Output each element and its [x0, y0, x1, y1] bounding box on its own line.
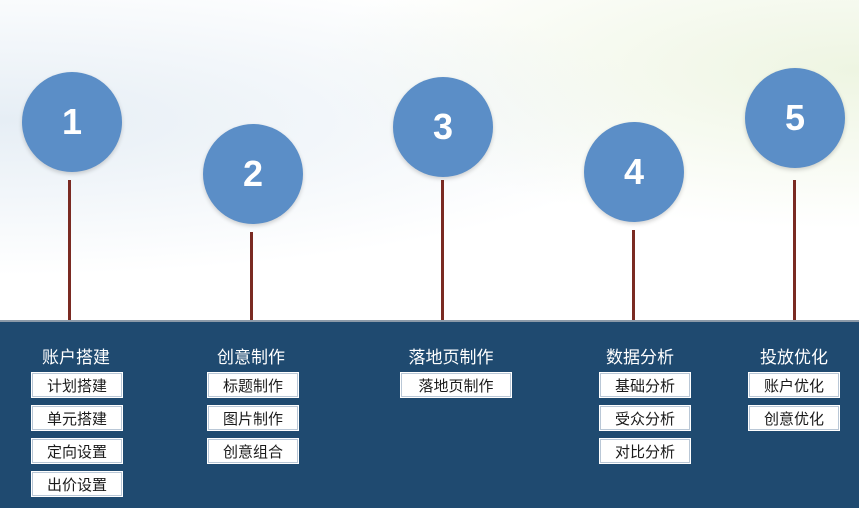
step-3-circle: 3 — [393, 77, 493, 177]
step-1-item-4: 出价设置 — [31, 471, 123, 497]
step-4-item-3: 对比分析 — [599, 438, 691, 464]
step-4-title: 数据分析 — [606, 348, 674, 368]
diagram-bottom-band — [0, 320, 859, 508]
step-5-stem — [793, 180, 796, 320]
step-1-item-1: 计划搭建 — [31, 372, 123, 398]
step-3-stem — [441, 180, 444, 320]
step-3-title: 落地页制作 — [408, 348, 494, 368]
step-2-title: 创意制作 — [217, 348, 285, 368]
step-2-item-1: 标题制作 — [207, 372, 299, 398]
step-1-stem — [68, 180, 71, 320]
step-4-item-1: 基础分析 — [599, 372, 691, 398]
step-5-circle: 5 — [745, 68, 845, 168]
step-4-stem — [632, 230, 635, 320]
step-2-item-2: 图片制作 — [207, 405, 299, 431]
step-5-item-1: 账户优化 — [748, 372, 840, 398]
step-5-title: 投放优化 — [760, 348, 828, 368]
step-4-item-2: 受众分析 — [599, 405, 691, 431]
step-2-item-3: 创意组合 — [207, 438, 299, 464]
step-1-item-2: 单元搭建 — [31, 405, 123, 431]
step-4-circle: 4 — [584, 122, 684, 222]
step-1-title: 账户搭建 — [42, 348, 110, 368]
step-3-item-1: 落地页制作 — [400, 372, 512, 398]
step-2-stem — [250, 232, 253, 320]
step-2-circle: 2 — [203, 124, 303, 224]
step-1-circle: 1 — [22, 72, 122, 172]
step-5-item-2: 创意优化 — [748, 405, 840, 431]
step-1-item-3: 定向设置 — [31, 438, 123, 464]
